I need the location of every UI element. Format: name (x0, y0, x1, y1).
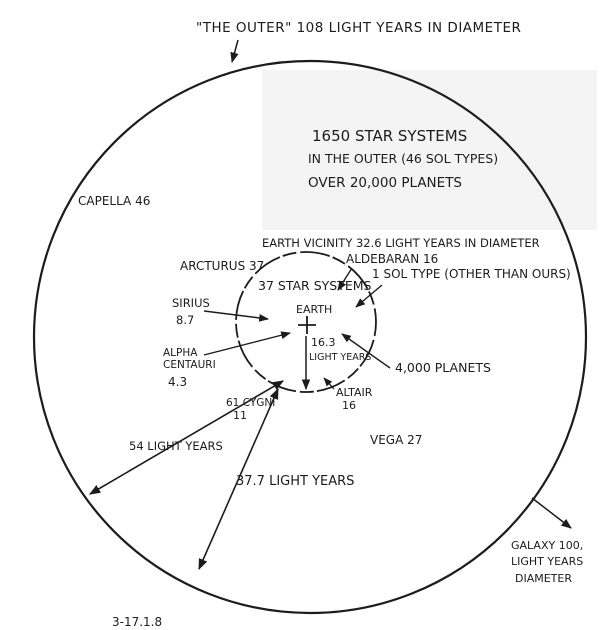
vicinity-circle (235, 251, 377, 393)
alpha-arrow (203, 331, 291, 356)
cygni-distance: 11 (233, 409, 247, 422)
alpha-name: ALPHA (163, 347, 198, 359)
sol-type-text: 1 SOL TYPE (OTHER THAN OURS) (372, 267, 571, 281)
outer-circle (32, 59, 588, 615)
planets-arrow (341, 333, 391, 369)
vega-label: VEGA 27 (370, 433, 422, 447)
sirius-distance: 8.7 (176, 313, 194, 327)
radius-value: 16.3 (311, 336, 336, 349)
vicinity-title: EARTH VICINITY 32.6 LIGHT YEARS IN DIAME… (262, 236, 540, 250)
distance-377-arrow (198, 387, 279, 571)
distance-377-label: 37.7 LIGHT YEARS (236, 474, 354, 489)
sol-type-arrow (355, 284, 383, 308)
aldebaran-label: ALDEBARAN 16 (346, 252, 438, 266)
scan-shade (262, 70, 597, 230)
outer-planets-text: OVER 20,000 PLANETS (308, 175, 462, 191)
diagram-title: "THE OUTER" 108 LIGHT YEARS IN DIAMETER (196, 20, 521, 36)
arcturus-label: ARCTURUS 37 (180, 259, 264, 273)
capella-label: CAPELLA 46 (78, 194, 150, 208)
galaxy-line2: LIGHT YEARS (511, 555, 583, 568)
earth-label: EARTH (296, 303, 332, 316)
sirius-name: SIRIUS (172, 296, 210, 310)
alpha-name-line2: CENTAURI (163, 359, 216, 371)
altair-distance: 16 (342, 399, 356, 412)
altair-arrow (323, 377, 335, 390)
distance-54-label: 54 LIGHT YEARS (129, 439, 223, 453)
title-pointer (230, 39, 239, 64)
altair-name: ALTAIR (336, 386, 373, 399)
vicinity-planets-text: 4,000 PLANETS (395, 360, 491, 375)
radius-unit: LIGHT YEARS (309, 352, 371, 363)
outer-sol-types-text: IN THE OUTER (46 SOL TYPES) (308, 151, 498, 166)
alpha-distance: 4.3 (168, 375, 187, 389)
galaxy-arrow (531, 497, 572, 529)
galaxy-line1: GALAXY 100, (511, 539, 583, 552)
footer-number: 3-17.1.8 (112, 615, 162, 629)
sirius-arrow (203, 310, 269, 322)
cygni-name: 61 CYGNI (226, 397, 275, 409)
outer-systems-text: 1650 STAR SYSTEMS (312, 127, 467, 145)
aldebaran-arrow (337, 267, 353, 291)
vicinity-systems-text: 37 STAR SYSTEMS (258, 278, 372, 293)
galaxy-line3: DIAMETER (515, 572, 572, 585)
earth-cross (298, 316, 316, 334)
